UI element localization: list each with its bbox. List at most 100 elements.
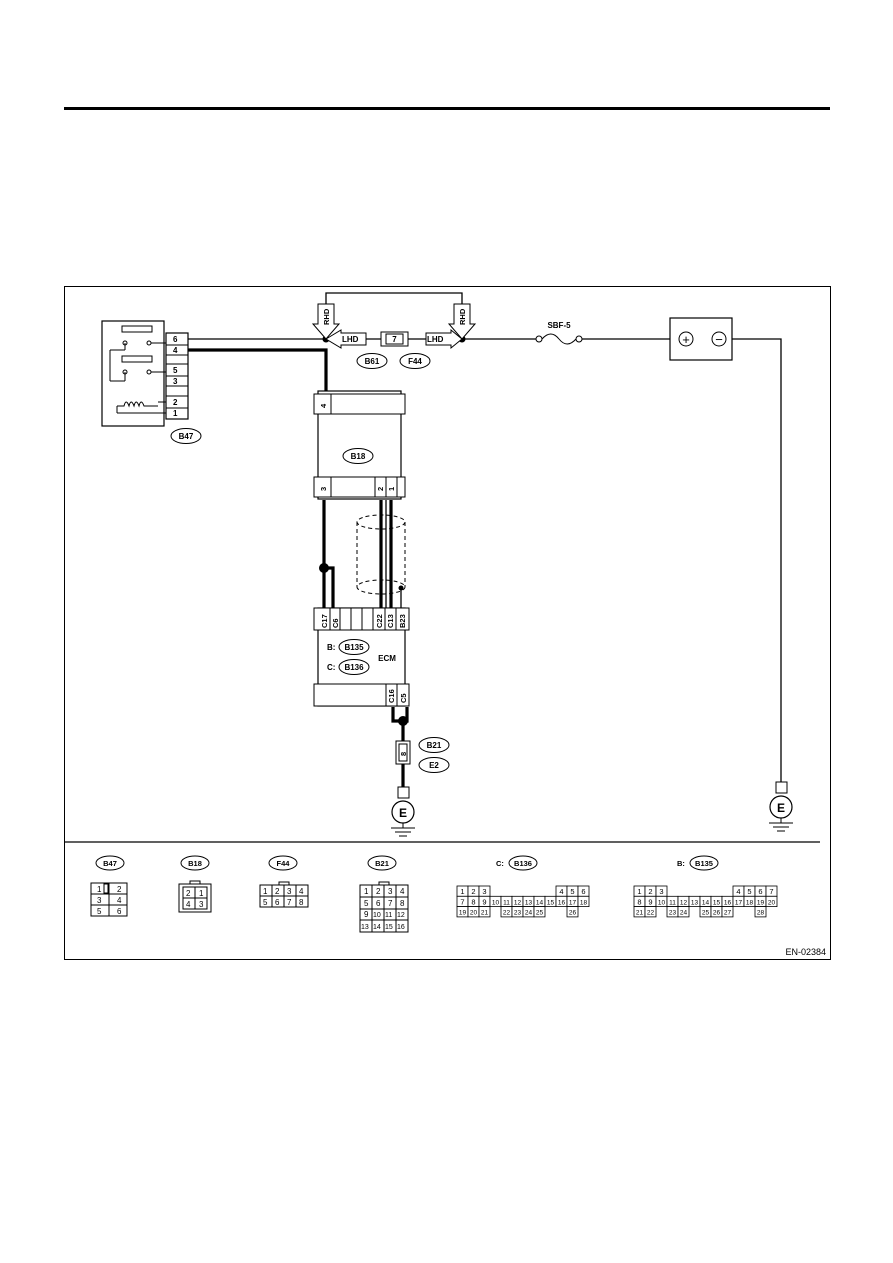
legend-pin: 7 [769,887,773,896]
legend-pin: 14 [536,899,544,906]
relay-pin: 4 [173,346,178,355]
shield [356,514,406,595]
legend-pin: 14 [702,899,710,906]
battery-minus: − [715,332,723,347]
legend-pin: 2 [186,889,191,898]
legend-pin: 10 [492,899,500,906]
legend-b47-tag: B47 [103,859,117,868]
lhd-label: LHD [342,335,359,344]
sensor-pin: 2 [376,487,385,491]
legend-pin: 1 [637,887,641,896]
sensor-b18: 4 3 2 1 B18 [313,390,406,500]
battery-plus: + [682,332,690,347]
legend-pin: 5 [97,907,102,916]
legend-pin: 25 [536,910,544,917]
legend-pin: 2 [648,887,652,896]
legend-b18: B18 2 1 4 3 [178,855,212,913]
ecm-pin: B23 [398,614,407,628]
legend-pin: 1 [199,889,204,898]
legend-pin: 11 [503,899,510,906]
ground-joint: 8 B21 E2 [395,737,450,773]
connector-b21-tag: B21 [427,741,442,750]
joint-connector: 7 B61 F44 [356,331,431,369]
legend-pin: 16 [558,899,566,906]
legend-pin: 23 [514,910,522,917]
legend-pin: 3 [287,887,292,896]
legend-pin: 23 [669,910,677,917]
legend-pin: 19 [459,910,467,917]
legend-f44: F44 1 2 3 4 5 6 7 8 [259,855,309,908]
legend-pin-cell [577,895,590,907]
legend-pin: 25 [702,910,710,917]
legend-pin: 1 [263,887,268,896]
legend-pin: 8 [400,899,405,908]
relay-pin: 1 [173,409,178,418]
relay-b47: 6 4 5 3 2 1 B47 [101,320,202,444]
legend-pin: 22 [503,910,511,917]
legend-pin: 3 [659,887,663,896]
ecm-pin: C5 [399,693,408,703]
legend-pin: 12 [514,899,522,906]
legend-pin: 7 [287,898,292,907]
ecm-pin: C17 [320,614,329,628]
rhd-label: RHD [322,308,331,325]
legend-pin: 13 [525,899,533,906]
ecm-pin: C22 [375,614,384,628]
legend-pin: 13 [691,899,699,906]
ground-symbol-left: E [391,786,415,837]
legend-pin: 12 [680,899,688,906]
shield-drain-dot [398,585,404,591]
ecm-c-prefix: C: [327,663,335,672]
ecm: C17 C6 C22 C13 B23 B: B135 C: B136 ECM C… [313,607,410,707]
legend-pin: 14 [373,924,381,931]
lhd-label: LHD [427,335,444,344]
legend-pin: 26 [713,910,721,917]
connector-b47-tag: B47 [179,432,194,441]
legend-pin: 22 [647,910,655,917]
legend-pin: 20 [470,910,478,917]
legend-pin: 5 [263,898,268,907]
connector-b18-tag: B18 [351,452,366,461]
ground-symbol-right: E [769,781,793,832]
legend-pin-cell [677,906,690,918]
legend-pin: 1 [97,885,102,894]
legend-pin: 27 [724,910,732,917]
connector-f44-tag: F44 [408,357,422,366]
legend-pin: 16 [724,899,732,906]
legend-pin: 6 [376,899,381,908]
legend-b-prefix: B: [677,859,685,868]
legend-b21-tag: B21 [375,859,389,868]
rhd-connector-left: RHD [311,303,341,340]
legend-pin: 28 [757,910,765,917]
connector-e2-tag: E2 [429,761,439,770]
legend-c-prefix: C: [496,859,504,868]
legend-pin: 11 [385,912,392,919]
sensor-pin: 4 [319,403,328,408]
legend-pin: 2 [117,885,122,894]
legend-pin: 8 [299,898,304,907]
legend-pin: 4 [186,900,191,909]
legend-pin: 13 [361,924,369,931]
legend-pin-cell [754,906,767,918]
ground-label: E [777,801,785,815]
junction-dot [398,716,408,726]
legend-pin-cell [721,906,734,918]
legend-pin: 4 [117,896,122,905]
legend-pin: 17 [569,899,577,906]
legend-b136-tag: B136 [514,859,532,868]
ground-label: E [399,806,407,820]
relay-pin: 2 [173,398,178,407]
diagram-frame [64,286,831,960]
fuse-label: SBF-5 [547,321,571,330]
connector-b61-tag: B61 [365,357,380,366]
legend-pin: 2 [275,887,280,896]
junction-dot [319,563,329,573]
relay-pin: 3 [173,377,178,386]
legend-pin: 15 [547,899,555,906]
battery: + − [669,317,733,361]
legend-pin: 2 [471,887,475,896]
legend-pin-cell [566,906,579,918]
legend-pin: 4 [299,887,304,896]
legend-pin: 1 [460,887,464,896]
legend-pin: 9 [482,897,486,906]
